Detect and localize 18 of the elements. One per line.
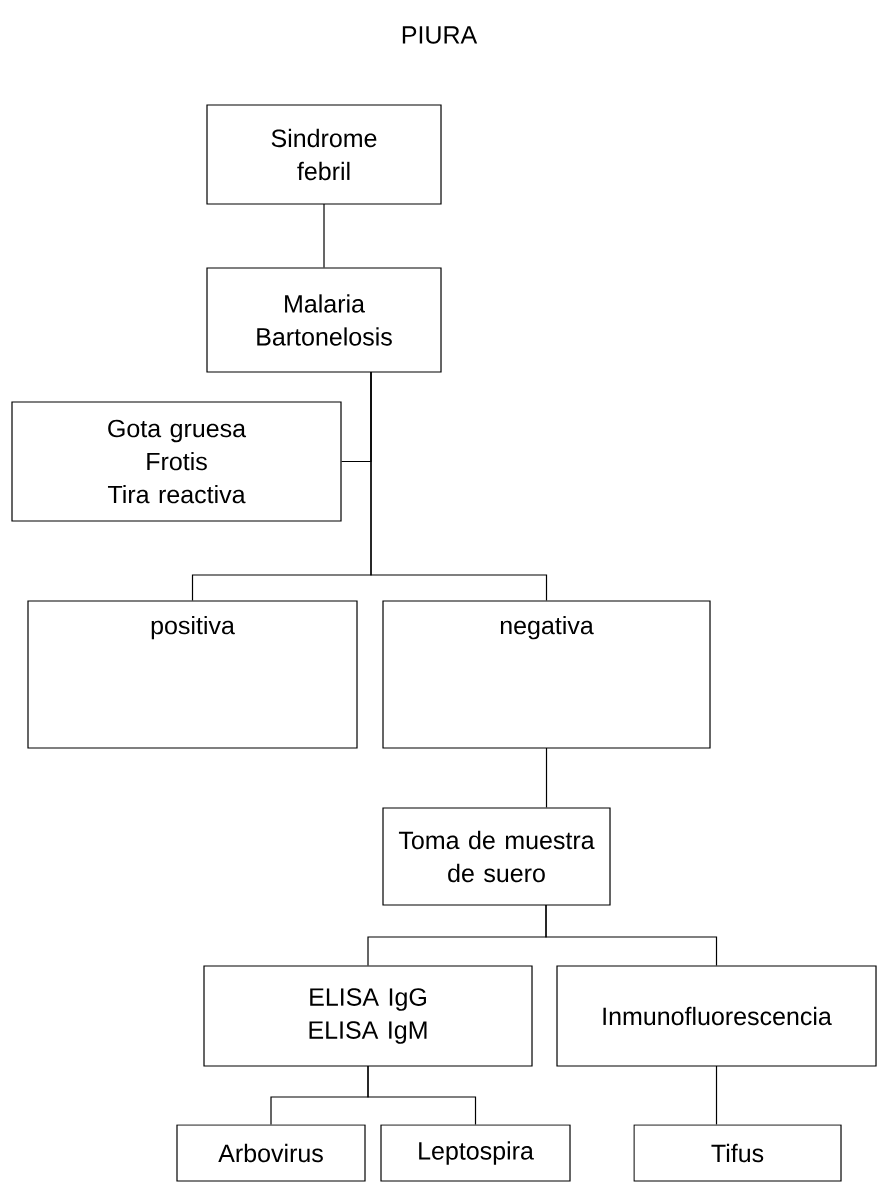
connector-line [545, 904, 718, 966]
flow-box: Tifus [633, 1124, 842, 1182]
connector-line [323, 203, 325, 268]
connector-line [545, 747, 548, 808]
connector-line [367, 1065, 477, 1125]
flow-box: Arbovirus [176, 1124, 366, 1182]
connector-line [370, 371, 548, 601]
flow-box: Toma de muestra de suero [382, 807, 611, 906]
flow-box: positiva [27, 600, 358, 749]
flow-box: Gota gruesa Frotis Tira reactiva [11, 401, 342, 522]
flow-box: Inmunofluorescencia [556, 965, 877, 1067]
flow-box: Leptospira [380, 1124, 571, 1182]
connector-line [715, 1065, 718, 1125]
flow-box: ELISA IgG ELISA IgM [203, 965, 533, 1067]
title: PIURA [402, 26, 478, 44]
flow-box: Sindrome febril [206, 104, 442, 205]
flow-box: negativa [382, 600, 711, 749]
flow-box: Malaria Bartonelosis [206, 267, 442, 373]
